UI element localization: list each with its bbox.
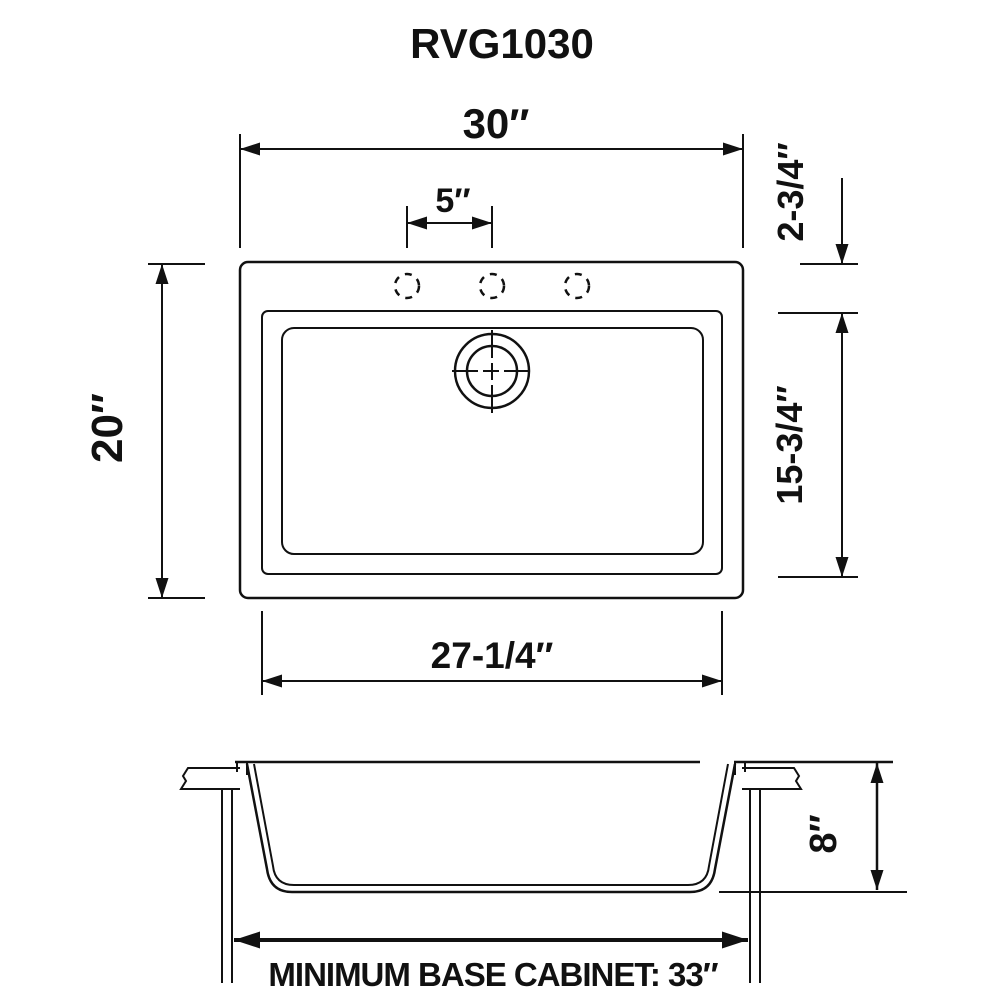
countertop-right <box>742 767 803 790</box>
countertop-left <box>179 767 240 790</box>
faucet-hole-center <box>478 272 506 300</box>
dimension-label-15-3-4: 15-3/4″ <box>769 385 810 504</box>
dimension-rim-offset: 2-3/4″ <box>770 142 858 314</box>
dimension-base-cabinet: MINIMUM BASE CABINET: 33″ <box>234 931 748 993</box>
cabinet-wall-left <box>221 789 233 983</box>
dimension-bowl-height: 8″ <box>719 763 907 893</box>
top-view <box>238 260 745 600</box>
bowl-rim <box>261 310 723 575</box>
bowl-wall-inner <box>253 763 729 886</box>
dimension-faucet-spacing: 5″ <box>406 182 493 248</box>
bowl-bottom <box>281 327 704 555</box>
side-view <box>179 760 893 983</box>
cabinet-wall-right <box>749 789 761 983</box>
dimension-label-20: 20″ <box>83 393 132 463</box>
rim-lip-edges <box>236 762 746 775</box>
faucet-hole-left <box>393 272 421 300</box>
dimension-label-27-1-4: 27-1/4″ <box>431 635 554 676</box>
dimension-bowl-width: 27-1/4″ <box>261 611 723 695</box>
model-title: RVG1030 <box>410 20 594 67</box>
faucet-hole-right <box>563 272 591 300</box>
dimension-label-5: 5″ <box>435 182 470 220</box>
dimension-overall-depth: 20″ <box>83 263 205 599</box>
dimension-label-2-3-4: 2-3/4″ <box>770 142 811 241</box>
dimension-bowl-depth: 15-3/4″ <box>769 313 858 578</box>
dimension-label-8: 8″ <box>803 814 845 853</box>
sink-outer-edge <box>238 260 745 600</box>
cabinet-note-label: MINIMUM BASE CABINET: 33″ <box>268 956 718 993</box>
dimension-label-30: 30″ <box>463 100 530 147</box>
dimension-overall-width: 30″ <box>239 100 744 248</box>
bowl-wall-outer <box>245 763 737 894</box>
drain <box>452 330 531 413</box>
